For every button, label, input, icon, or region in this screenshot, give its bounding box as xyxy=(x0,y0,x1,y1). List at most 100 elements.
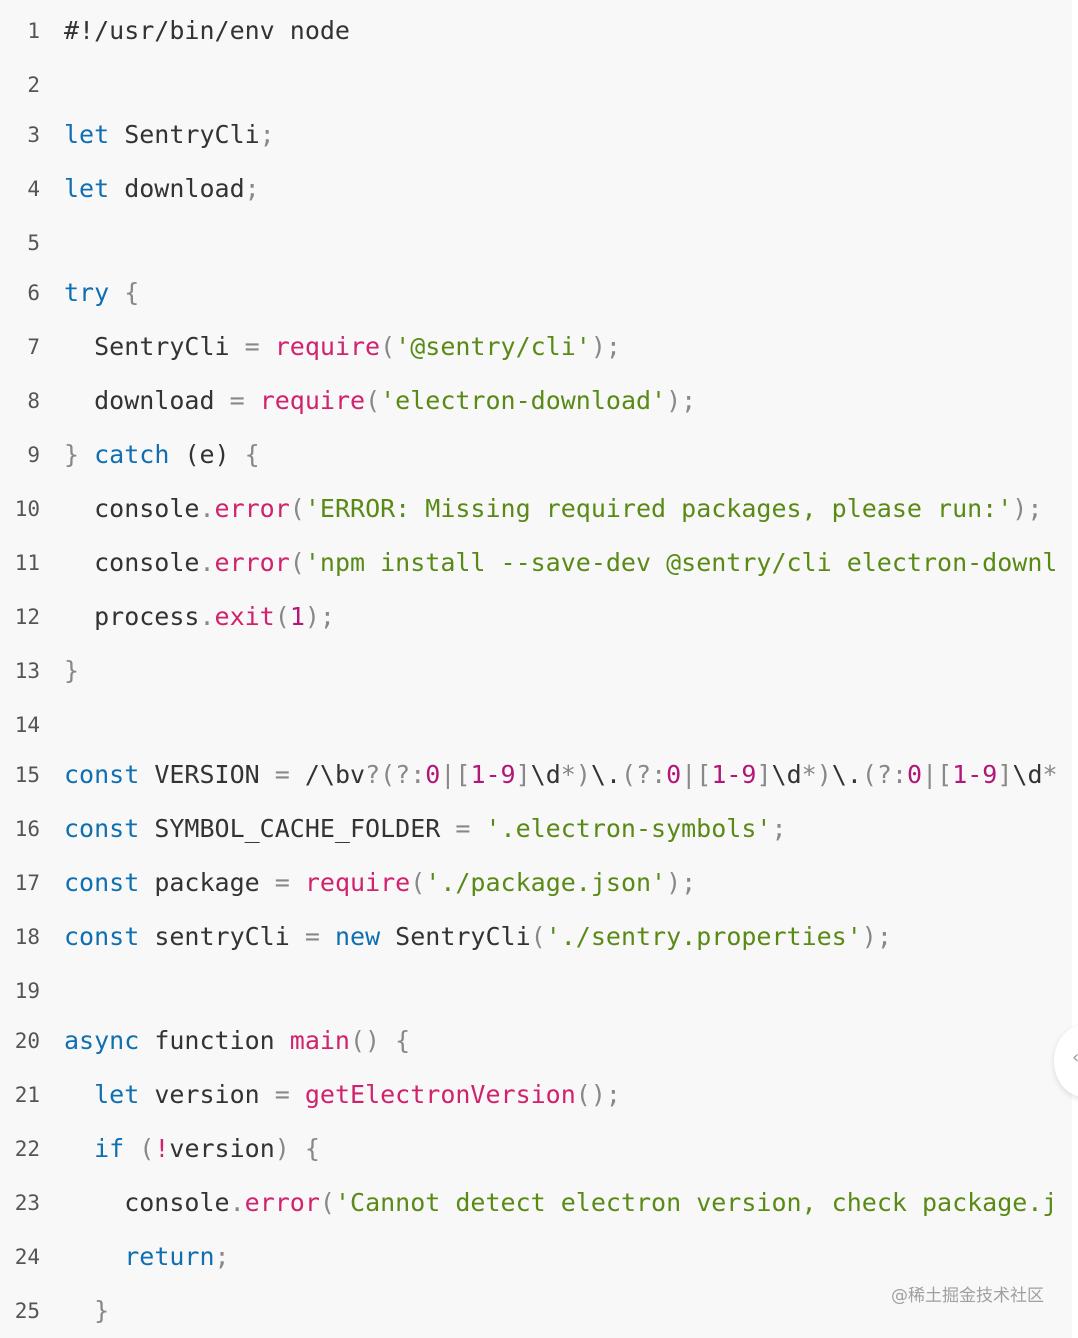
code-token xyxy=(290,868,305,897)
code-token: try xyxy=(64,278,110,307)
code-token: new xyxy=(334,922,381,951)
line-number: 22 xyxy=(14,1137,40,1161)
line-code: download = require('electron-download'); xyxy=(64,374,696,428)
code-token: exit xyxy=(214,602,275,631)
code-token: function xyxy=(139,1026,290,1055)
code-token: 0 xyxy=(425,760,441,789)
code-token xyxy=(64,1242,124,1271)
code-token: 0 xyxy=(666,760,682,789)
code-token: ; xyxy=(259,120,275,149)
code-token xyxy=(109,278,124,307)
code-token: catch xyxy=(94,440,170,469)
code-token: *) xyxy=(801,760,832,789)
code-token: (); xyxy=(575,1080,621,1109)
code-token: download xyxy=(109,174,245,203)
line-code: #!/usr/bin/env node xyxy=(64,4,350,58)
code-token: SentryCli xyxy=(109,120,260,149)
line-number: 3 xyxy=(27,123,40,147)
code-token: let xyxy=(64,120,110,149)
line-number: 11 xyxy=(14,551,40,575)
code-token: 1-9 xyxy=(470,760,516,789)
code-token: return xyxy=(124,1242,215,1271)
code-token: ( xyxy=(124,1134,155,1163)
line-number: 18 xyxy=(14,925,40,949)
code-token xyxy=(245,386,260,415)
line-number: 23 xyxy=(14,1191,40,1215)
code-token: console xyxy=(64,548,200,577)
code-token: 'npm install --save-dev @sentry/cli elec… xyxy=(304,548,1058,577)
code-token: ( xyxy=(289,548,305,577)
line-code: async function main() { xyxy=(64,1014,410,1068)
code-token: const xyxy=(64,760,140,789)
code-token: = xyxy=(244,332,260,361)
code-token: ; xyxy=(771,814,787,843)
line-number: 2 xyxy=(27,73,40,97)
line-code: SentryCli = require('@sentry/cli'); xyxy=(64,320,621,374)
line-code: let SentryCli; xyxy=(64,108,275,162)
code-token: ! xyxy=(154,1134,170,1163)
code-token: { xyxy=(124,278,140,307)
code-token xyxy=(64,1080,94,1109)
code-token: download xyxy=(64,386,230,415)
line-number: 12 xyxy=(14,605,40,629)
code-token: 1-9 xyxy=(952,760,998,789)
code-token: console xyxy=(64,1188,230,1217)
code-token: require xyxy=(259,386,366,415)
code-token: *) xyxy=(560,760,591,789)
line-number: 24 xyxy=(14,1245,40,1269)
code-token: |[ xyxy=(681,760,712,789)
code-token: |[ xyxy=(440,760,471,789)
line-code: console.error('ERROR: Missing required p… xyxy=(64,482,1042,536)
code-token: ( xyxy=(289,494,305,523)
code-token: const xyxy=(64,814,140,843)
code-token: * xyxy=(1042,760,1058,789)
line-number: 15 xyxy=(14,763,40,787)
code-token: const xyxy=(64,922,140,951)
line-number: 9 xyxy=(27,443,40,467)
line-number: 8 xyxy=(27,389,40,413)
code-token: SentryCli xyxy=(64,332,245,361)
code-token xyxy=(320,922,335,951)
code-token: SYMBOL_CACHE_FOLDER xyxy=(139,814,456,843)
line-number: 17 xyxy=(14,871,40,895)
code-token: ; xyxy=(244,174,260,203)
code-token: package xyxy=(139,868,275,897)
line-code: console.error('Cannot detect electron ve… xyxy=(64,1176,1057,1230)
code-token: \d xyxy=(1012,760,1043,789)
code-token: ( xyxy=(274,602,290,631)
line-code: const sentryCli = new SentryCli('./sentr… xyxy=(64,910,892,964)
code-token: = xyxy=(304,922,320,951)
code-token: ); xyxy=(861,922,892,951)
line-number: 16 xyxy=(14,817,40,841)
code-token: = xyxy=(274,868,290,897)
line-code: let version = getElectronVersion(); xyxy=(64,1068,621,1122)
code-token: error xyxy=(244,1188,320,1217)
code-token: \. xyxy=(831,760,862,789)
code-token: if xyxy=(94,1134,125,1163)
code-token: . xyxy=(229,1188,245,1217)
line-code: if (!version) { xyxy=(64,1122,320,1176)
code-token: = xyxy=(455,814,471,843)
code-token: error xyxy=(214,548,290,577)
line-number: 4 xyxy=(27,177,40,201)
code-token: . xyxy=(199,548,215,577)
code-token: ) { xyxy=(274,1134,320,1163)
code-token: ); xyxy=(666,868,697,897)
code-token: 'ERROR: Missing required packages, pleas… xyxy=(304,494,1013,523)
line-code: try { xyxy=(64,266,139,320)
chevron-icon: ‹ xyxy=(1072,1047,1078,1068)
code-token: version xyxy=(139,1080,275,1109)
code-token: ); xyxy=(590,332,621,361)
line-number: 21 xyxy=(14,1083,40,1107)
code-token: } xyxy=(64,656,80,685)
code-token: (e) xyxy=(169,440,245,469)
code-token: #!/usr/bin/env node xyxy=(64,16,350,45)
code-token xyxy=(64,1134,94,1163)
line-code: const package = require('./package.json'… xyxy=(64,856,696,910)
code-token: sentryCli xyxy=(139,922,305,951)
code-token: 'Cannot detect electron version, check p… xyxy=(334,1188,1058,1217)
line-code: return; xyxy=(64,1230,229,1284)
watermark: @稀土掘金技术社区 xyxy=(891,1286,1044,1306)
code-token xyxy=(79,440,94,469)
code-token: ); xyxy=(1012,494,1043,523)
